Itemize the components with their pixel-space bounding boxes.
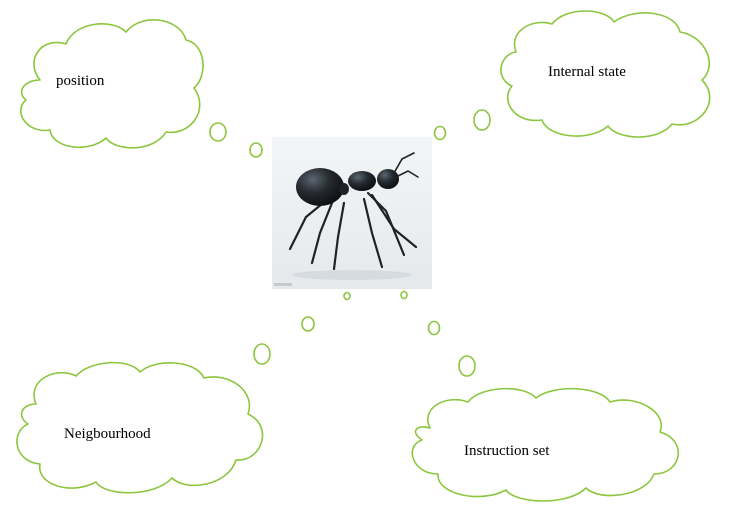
bubble-instruction-small bbox=[401, 292, 407, 299]
label-internal-state: Internal state bbox=[548, 64, 626, 81]
ant-icon bbox=[272, 137, 432, 289]
bubble-neighbourhood-small bbox=[344, 293, 350, 300]
bubble-neighbourhood-medium bbox=[302, 317, 314, 331]
bubble-position-large bbox=[210, 123, 226, 141]
label-position: position bbox=[56, 73, 104, 90]
bubble-internal-large bbox=[474, 110, 490, 130]
bubble-neighbourhood-large bbox=[254, 344, 270, 364]
bubble-internal-medium bbox=[435, 127, 446, 140]
label-neighbourhood: Neigbourhood bbox=[64, 426, 151, 443]
label-instruction-set: Instruction set bbox=[464, 443, 549, 460]
bubble-instruction-medium bbox=[429, 322, 440, 335]
bubble-position-medium bbox=[250, 143, 262, 157]
cloud-position bbox=[21, 20, 203, 148]
bubble-instruction-large bbox=[459, 356, 475, 376]
